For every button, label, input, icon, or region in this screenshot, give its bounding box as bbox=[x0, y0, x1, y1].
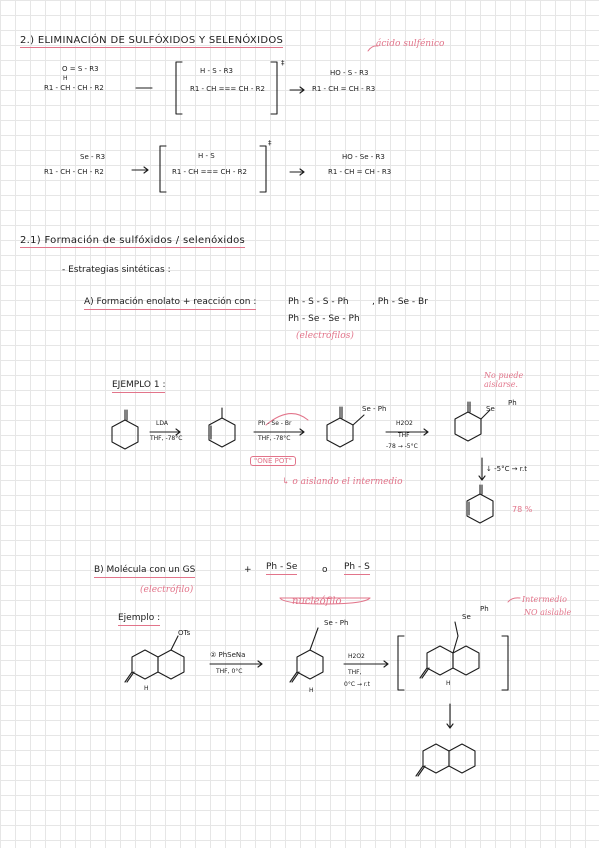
strategy-b-label: B) Molécula con un GS bbox=[94, 565, 196, 578]
r1-reactant-h: H bbox=[63, 75, 68, 82]
r1-ts-main: R1 - CH === CH - R2 bbox=[190, 85, 265, 93]
step-h2o2-solvent: THF, bbox=[348, 669, 362, 676]
selenoxide-se-2: Se bbox=[462, 613, 471, 621]
not-isolable-note: No puede aislarse. bbox=[484, 371, 524, 389]
cyclohexanone-structure bbox=[111, 409, 139, 450]
step-h2o2: H2O2 bbox=[348, 653, 365, 660]
r1-product-top: HO - S - R3 bbox=[330, 69, 369, 77]
yield-note: 78 % bbox=[512, 505, 533, 514]
r1-product-main: R1 - CH = CH - R3 bbox=[312, 85, 376, 93]
step-h2o2-conditions: 0°C → r.t bbox=[344, 681, 371, 688]
step2-conditions: THF, -78°C bbox=[258, 435, 291, 442]
pointer-curve bbox=[367, 45, 379, 52]
r2-ts-mark: ‡ bbox=[268, 139, 272, 147]
se-ph-label-2: Se - Ph bbox=[324, 619, 349, 627]
electron-arrow bbox=[265, 413, 309, 426]
step-phsena: ② PhSeNa bbox=[210, 651, 246, 659]
step3-solvent: THF bbox=[398, 432, 410, 439]
seleno-ketone-structure bbox=[326, 406, 365, 448]
bracket-right bbox=[270, 61, 278, 115]
reagent-diphenyl-diselenide: Ph - Se - Se - Ph bbox=[288, 314, 360, 324]
not-isolable-note-2: NO aislable bbox=[524, 608, 572, 617]
final-alkene-structure bbox=[415, 743, 476, 777]
r1-reactant-top: O = S - R3 bbox=[62, 65, 99, 73]
r2-ts-main: R1 - CH === CH - R2 bbox=[172, 168, 247, 176]
step2-reagent: Ph - Se - Br bbox=[258, 420, 292, 427]
nucleophile-phs: Ph - S bbox=[344, 562, 370, 575]
bracket-left bbox=[175, 61, 183, 115]
h-label-2: H bbox=[309, 687, 314, 694]
nucleophile-phse: Ph - Se bbox=[266, 562, 298, 575]
r1-ts-mark: ‡ bbox=[281, 59, 285, 67]
bracket-right bbox=[259, 145, 267, 193]
h-label-3: H bbox=[446, 680, 451, 687]
r1-reactant-main: R1 - CH - CH - R2 bbox=[44, 84, 104, 92]
acid-note: ácido sulfénico bbox=[376, 39, 445, 49]
bicyclic-lactone-ots bbox=[124, 635, 185, 683]
step-phsena-conditions: THF, 0°C bbox=[216, 668, 243, 675]
r2-product-top: HO - Se - R3 bbox=[342, 153, 385, 161]
r2-reactant-top: Se - R3 bbox=[80, 153, 106, 161]
electrophile-note: (electrófilos) bbox=[296, 331, 354, 341]
r2-product-main: R1 - CH = CH - R3 bbox=[328, 168, 392, 176]
r2-reactant-main: R1 - CH - CH - R2 bbox=[44, 168, 104, 176]
intermediate-note: Intermedio bbox=[522, 595, 567, 604]
example-1-label: EJEMPLO 1 : bbox=[112, 380, 166, 393]
step1-reagent: LDA bbox=[156, 420, 168, 427]
reagent-diphenyl-disulfide: Ph - S - S - Ph bbox=[288, 297, 349, 307]
step3-reagent: H2O2 bbox=[396, 420, 413, 427]
section-21-title: 2.1) Formación de sulfóxidos / selenóxid… bbox=[20, 235, 246, 248]
enolate-structure bbox=[208, 407, 236, 448]
selenoxide-intermediate-structure bbox=[419, 621, 480, 679]
h-label-1: H bbox=[144, 685, 149, 692]
example-2-label: Ejemplo : bbox=[118, 613, 161, 626]
one-pot-badge: "ONE POT" bbox=[250, 456, 296, 466]
selenoxide-structure bbox=[454, 401, 491, 442]
isolating-note: ↳ o aislando el intermedio bbox=[282, 477, 403, 487]
step1-conditions: THF, -78°C bbox=[150, 435, 183, 442]
se-ph-label: Se - Ph bbox=[362, 405, 387, 413]
bracket-right bbox=[501, 635, 509, 691]
bracket-left bbox=[397, 635, 405, 691]
selenoxide-se: Se bbox=[486, 405, 495, 413]
strategies-heading: - Estrategias sintéticas : bbox=[62, 265, 171, 275]
strategy-b-plus: + bbox=[244, 565, 252, 575]
bracket-left bbox=[159, 145, 167, 193]
strategy-a-label: A) Formación enolato + reacción con : bbox=[84, 297, 257, 310]
r1-ts-top: H - S - R3 bbox=[200, 67, 233, 75]
temp-arrow-note: ↓ -5°C → r.t bbox=[486, 465, 527, 473]
strategy-b-or: o bbox=[322, 565, 328, 575]
step3-conditions: -78 → -5°C bbox=[386, 443, 418, 450]
enone-structure bbox=[466, 484, 494, 524]
electrophile-note-b: (electrófilo) bbox=[140, 585, 194, 595]
r2-ts-top: H - S bbox=[198, 152, 215, 160]
selenoxide-ph: Ph bbox=[508, 399, 517, 407]
pointer-curve bbox=[507, 597, 521, 603]
selenoxide-ph-2: Ph bbox=[480, 605, 489, 613]
section-2-title: 2.) ELIMINACIÓN DE SULFÓXIDOS Y SELENÓXI… bbox=[20, 35, 284, 48]
nucleophile-note: nucleófilo bbox=[292, 596, 342, 607]
ots-label: OTs bbox=[178, 629, 191, 637]
seleno-lactone-structure bbox=[289, 627, 324, 683]
reagent-phsebr: , Ph - Se - Br bbox=[372, 297, 428, 307]
